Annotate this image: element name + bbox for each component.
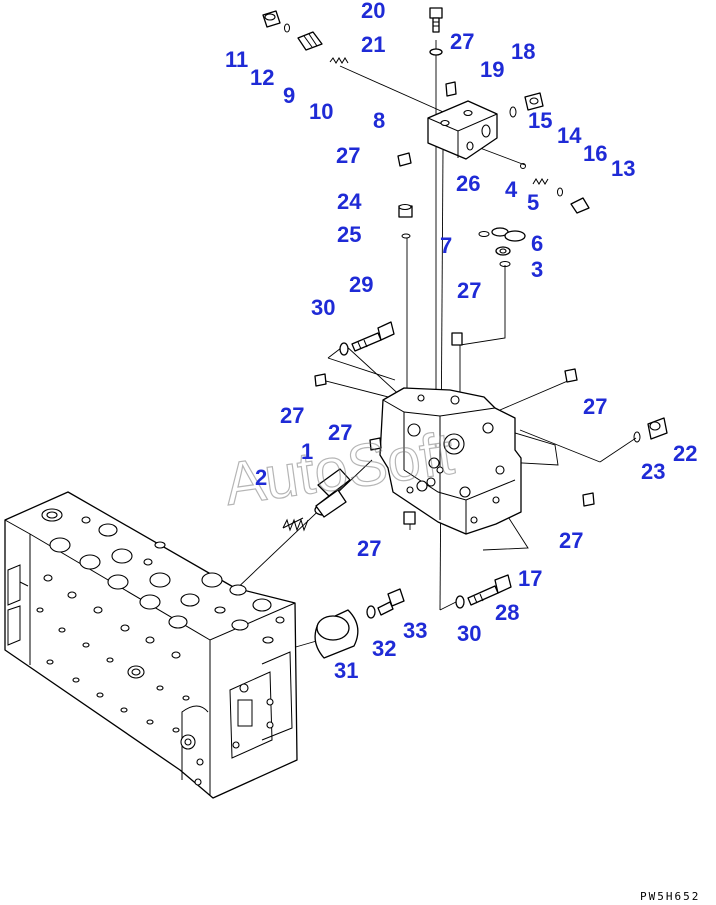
plug-22[interactable] bbox=[647, 417, 668, 440]
callout-25[interactable]: 25 bbox=[337, 222, 361, 247]
seat-26[interactable] bbox=[478, 231, 490, 237]
bolt-29[interactable] bbox=[351, 321, 395, 352]
callout-24[interactable]: 24 bbox=[337, 189, 362, 214]
callout-32[interactable]: 32 bbox=[372, 636, 396, 661]
callout-9[interactable]: 9 bbox=[283, 83, 295, 108]
bolt-20[interactable] bbox=[429, 7, 443, 33]
plug-18[interactable] bbox=[524, 92, 544, 111]
plug-11[interactable] bbox=[262, 10, 281, 28]
callout-16[interactable]: 16 bbox=[583, 141, 607, 166]
bolt-33[interactable] bbox=[377, 588, 405, 616]
callout-27-f[interactable]: 27 bbox=[328, 420, 352, 445]
callout-27-b[interactable]: 27 bbox=[336, 143, 360, 168]
small-ball-15[interactable] bbox=[520, 163, 526, 169]
washer-30-upper[interactable] bbox=[339, 342, 349, 356]
plug-27-lower-right[interactable] bbox=[582, 492, 595, 507]
spool-9[interactable] bbox=[297, 31, 323, 51]
plug-27-lower[interactable] bbox=[403, 511, 416, 525]
spring-10[interactable] bbox=[329, 57, 349, 64]
callout-28[interactable]: 28 bbox=[495, 600, 519, 625]
callout-2[interactable]: 2 bbox=[255, 465, 267, 490]
callout-26[interactable]: 26 bbox=[456, 171, 480, 196]
callout-27-g[interactable]: 27 bbox=[559, 528, 583, 553]
callout-11[interactable]: 11 bbox=[225, 47, 248, 72]
cap-31[interactable] bbox=[314, 609, 359, 659]
callout-8[interactable]: 8 bbox=[373, 108, 385, 133]
valve-section-body[interactable] bbox=[379, 387, 522, 535]
callout-27-h[interactable]: 27 bbox=[357, 536, 381, 561]
callout-27-c[interactable]: 27 bbox=[457, 278, 481, 303]
callout-1[interactable]: 1 bbox=[301, 439, 313, 464]
callout-27-d[interactable]: 27 bbox=[280, 403, 304, 428]
o-ring-3[interactable] bbox=[499, 261, 511, 267]
callout-10[interactable]: 10 bbox=[309, 99, 333, 124]
cover-block-8[interactable] bbox=[427, 100, 498, 160]
plug-13[interactable] bbox=[570, 197, 590, 214]
ring-6[interactable] bbox=[495, 246, 511, 256]
spring-2[interactable] bbox=[282, 517, 309, 532]
callout-27-e[interactable]: 27 bbox=[583, 394, 607, 419]
drawing-code: PW5H652 bbox=[640, 890, 700, 903]
callout-15[interactable]: 15 bbox=[528, 108, 552, 133]
callout-22[interactable]: 22 bbox=[673, 441, 697, 466]
callout-31[interactable]: 31 bbox=[334, 658, 358, 683]
plug-24[interactable] bbox=[398, 203, 413, 218]
disc-5[interactable] bbox=[504, 230, 526, 242]
callout-27-a[interactable]: 27 bbox=[450, 29, 474, 54]
callout-4[interactable]: 4 bbox=[505, 177, 518, 202]
callout-30-b[interactable]: 30 bbox=[457, 621, 481, 646]
washer-32[interactable] bbox=[366, 605, 376, 619]
o-ring-12[interactable] bbox=[284, 23, 290, 33]
plug-27-top[interactable] bbox=[445, 81, 457, 97]
plug-27-body-side[interactable] bbox=[369, 437, 382, 451]
spring-14[interactable] bbox=[532, 178, 549, 185]
o-ring-25[interactable] bbox=[401, 233, 411, 239]
callout-20[interactable]: 20 bbox=[361, 0, 385, 23]
plug-27-left-of-cover[interactable] bbox=[397, 152, 412, 167]
callout-23[interactable]: 23 bbox=[641, 459, 665, 484]
o-ring-23[interactable] bbox=[633, 431, 641, 443]
callout-33[interactable]: 33 bbox=[403, 618, 427, 643]
callout-21[interactable]: 21 bbox=[361, 32, 385, 57]
spool-1[interactable] bbox=[314, 468, 351, 518]
callout-5[interactable]: 5 bbox=[527, 190, 539, 215]
washer-21[interactable] bbox=[429, 48, 443, 56]
callout-labels: 11 12 9 10 20 21 27 18 19 8 15 27 14 16 … bbox=[225, 0, 697, 683]
callout-18[interactable]: 18 bbox=[511, 39, 535, 64]
callout-30-a[interactable]: 30 bbox=[311, 295, 335, 320]
plug-27-right-body[interactable] bbox=[564, 368, 578, 383]
callout-3[interactable]: 3 bbox=[531, 257, 543, 282]
callout-17[interactable]: 17 bbox=[518, 566, 542, 591]
bolt-28[interactable] bbox=[467, 574, 512, 606]
callout-7[interactable]: 7 bbox=[440, 233, 452, 258]
callout-6[interactable]: 6 bbox=[531, 231, 543, 256]
o-ring-19[interactable] bbox=[509, 106, 517, 118]
callout-13[interactable]: 13 bbox=[611, 156, 635, 181]
callout-12[interactable]: 12 bbox=[250, 65, 274, 90]
o-ring-16[interactable] bbox=[557, 187, 563, 197]
plug-27-mid[interactable] bbox=[451, 332, 463, 346]
washer-30-lower[interactable] bbox=[455, 595, 465, 609]
callout-29[interactable]: 29 bbox=[349, 272, 373, 297]
plug-27-left-body[interactable] bbox=[314, 373, 327, 387]
assembly-lines bbox=[229, 40, 637, 656]
callout-14[interactable]: 14 bbox=[557, 123, 582, 148]
main-valve-block[interactable] bbox=[4, 491, 298, 799]
callout-19[interactable]: 19 bbox=[480, 57, 504, 82]
